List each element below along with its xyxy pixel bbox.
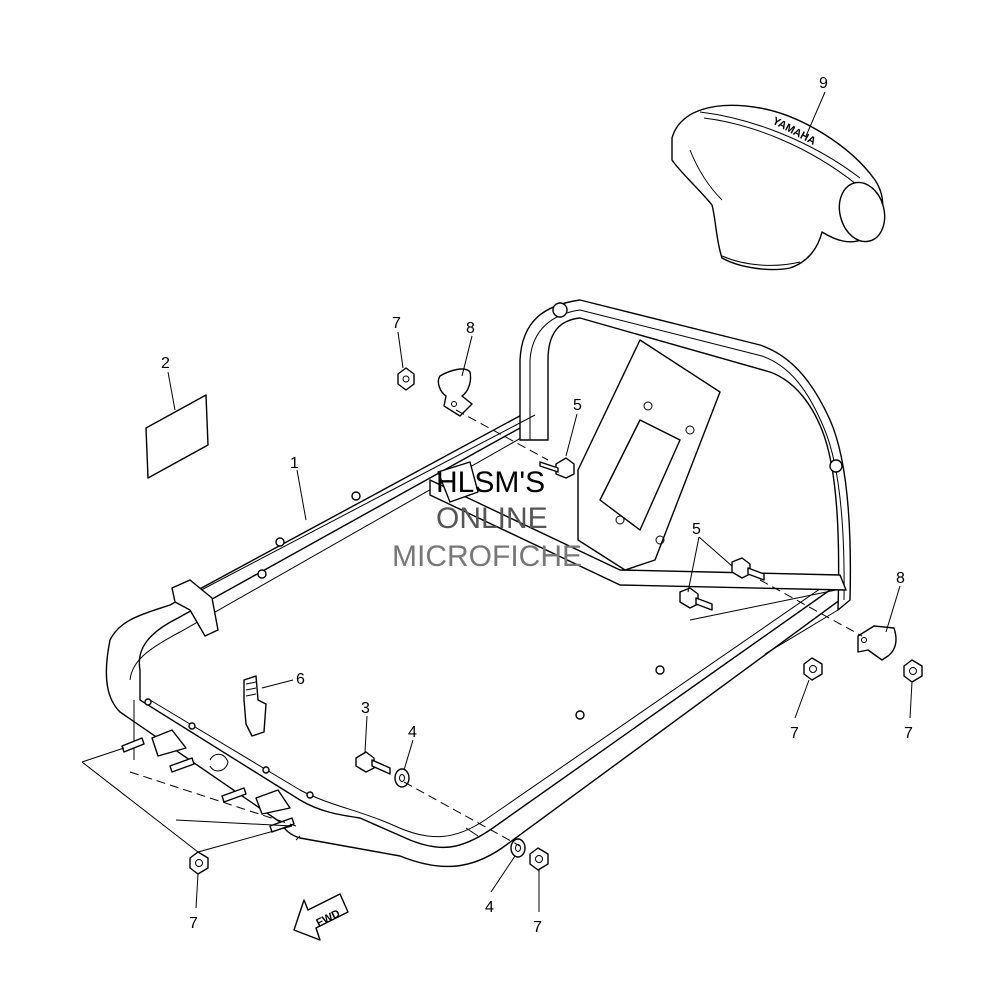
callout-5-upper: 5	[573, 397, 582, 414]
assembly-lines	[81, 409, 863, 853]
leader-lines	[167, 91, 913, 912]
bolt-part-3	[355, 751, 391, 775]
callout-7-right-outer: 7	[904, 725, 913, 742]
holder-part-8-upper	[437, 368, 473, 417]
callout-7-right-inner: 7	[790, 725, 799, 742]
watermark-line-3: MICROFICHE	[392, 540, 582, 573]
clip-part-6	[243, 675, 267, 737]
callout-7-lower-left: 7	[189, 915, 198, 932]
callout-2: 2	[161, 355, 170, 372]
nut-part-7-right-inner	[803, 657, 823, 681]
label-part-2	[145, 394, 209, 479]
cover-part-9: YAMAHA	[671, 104, 886, 271]
nut-part-7-lower-left	[189, 851, 209, 875]
washer-part-4-upper	[394, 768, 410, 788]
holder-part-8-right	[857, 625, 897, 661]
callout-8-upper: 8	[466, 320, 475, 337]
watermark-line-2: ONLINE	[436, 502, 548, 535]
bolt-part-5-right-b	[679, 587, 713, 611]
callout-9: 9	[819, 75, 828, 92]
washer-part-4-lower	[510, 838, 526, 858]
callout-1: 1	[290, 455, 299, 472]
watermark-line-1: HLSM'S	[436, 466, 545, 499]
stud-front-1	[121, 737, 145, 753]
callout-4-upper: 4	[408, 724, 417, 741]
bolt-part-5-upper	[539, 457, 575, 479]
nut-part-7-upper	[397, 367, 415, 391]
nut-part-7-right-outer	[903, 659, 923, 683]
callout-4-lower: 4	[485, 899, 494, 916]
bolt-part-5-right-a	[731, 557, 765, 581]
fwd-arrow-icon: FWD	[293, 893, 349, 941]
nut-part-7-lower-mid	[529, 847, 549, 871]
callout-7-lower-mid: 7	[533, 919, 542, 936]
callout-8-right: 8	[896, 570, 905, 587]
callout-3: 3	[361, 700, 370, 717]
callout-5-right: 5	[692, 521, 701, 538]
callout-6: 6	[296, 671, 305, 688]
stud-front-3	[221, 787, 247, 803]
stud-front-2	[169, 757, 195, 773]
callout-7-upper: 7	[392, 315, 401, 332]
frame-part-1	[105, 299, 852, 868]
